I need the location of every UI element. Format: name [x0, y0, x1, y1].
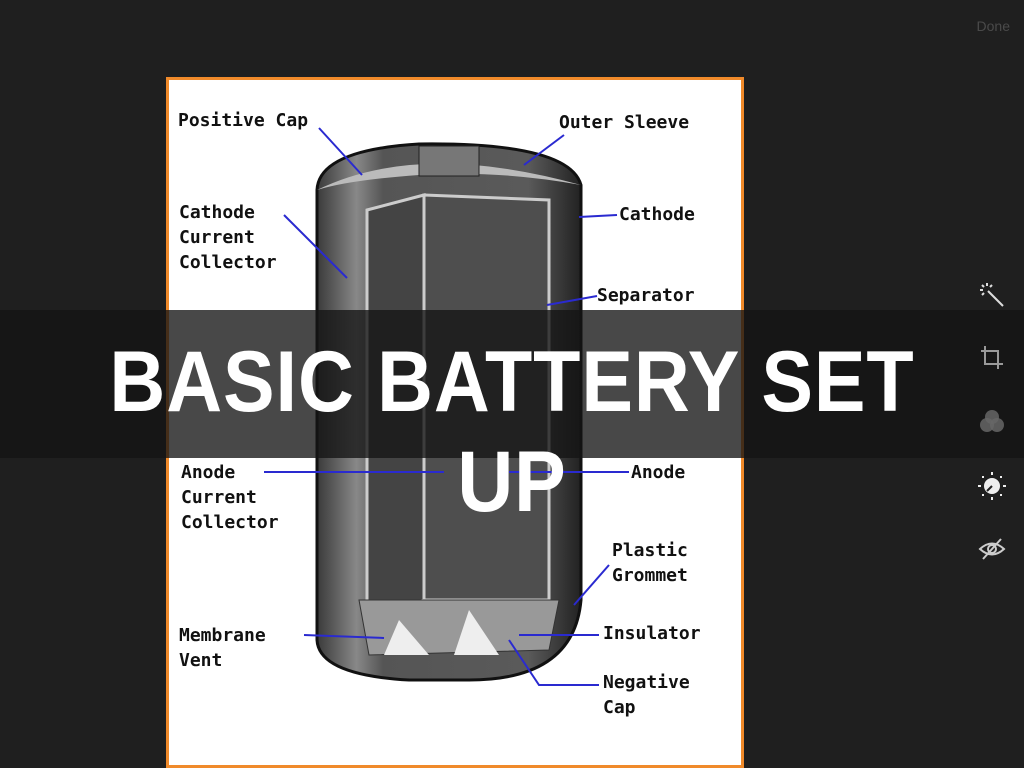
slide-title: BASIC BATTERY SET UP — [109, 334, 915, 530]
hide-button[interactable] — [978, 535, 1006, 563]
adjust-dial-icon — [978, 472, 1006, 500]
eye-slash-icon — [978, 538, 1006, 560]
filters-button[interactable] — [978, 408, 1006, 436]
filters-icon — [980, 410, 1004, 432]
auto-enhance-button[interactable] — [978, 281, 1006, 309]
magic-wand-icon — [980, 283, 1004, 307]
label-negative-cap: Negative Cap — [603, 672, 690, 718]
label-separator: Separator — [597, 285, 695, 306]
label-insulator: Insulator — [603, 623, 701, 644]
label-positive-cap: Positive Cap — [178, 110, 309, 131]
done-button[interactable]: Done — [976, 18, 1010, 34]
label-plastic-grommet: Plastic Grommet — [612, 540, 688, 586]
crop-icon — [981, 346, 1003, 369]
label-membrane-vent: Membrane Vent — [179, 625, 266, 671]
crop-button[interactable] — [978, 344, 1006, 372]
title-banner — [0, 310, 1024, 458]
label-cathode: Cathode — [619, 204, 695, 225]
leader-lines — [264, 127, 629, 686]
label-anode-current-collector: Anode Current Collector — [181, 462, 279, 533]
label-cathode-current-collector: Cathode Current Collector — [179, 202, 277, 273]
label-anode: Anode — [631, 462, 686, 483]
label-outer-sleeve: Outer Sleeve — [559, 112, 690, 133]
adjust-button[interactable] — [978, 472, 1006, 500]
